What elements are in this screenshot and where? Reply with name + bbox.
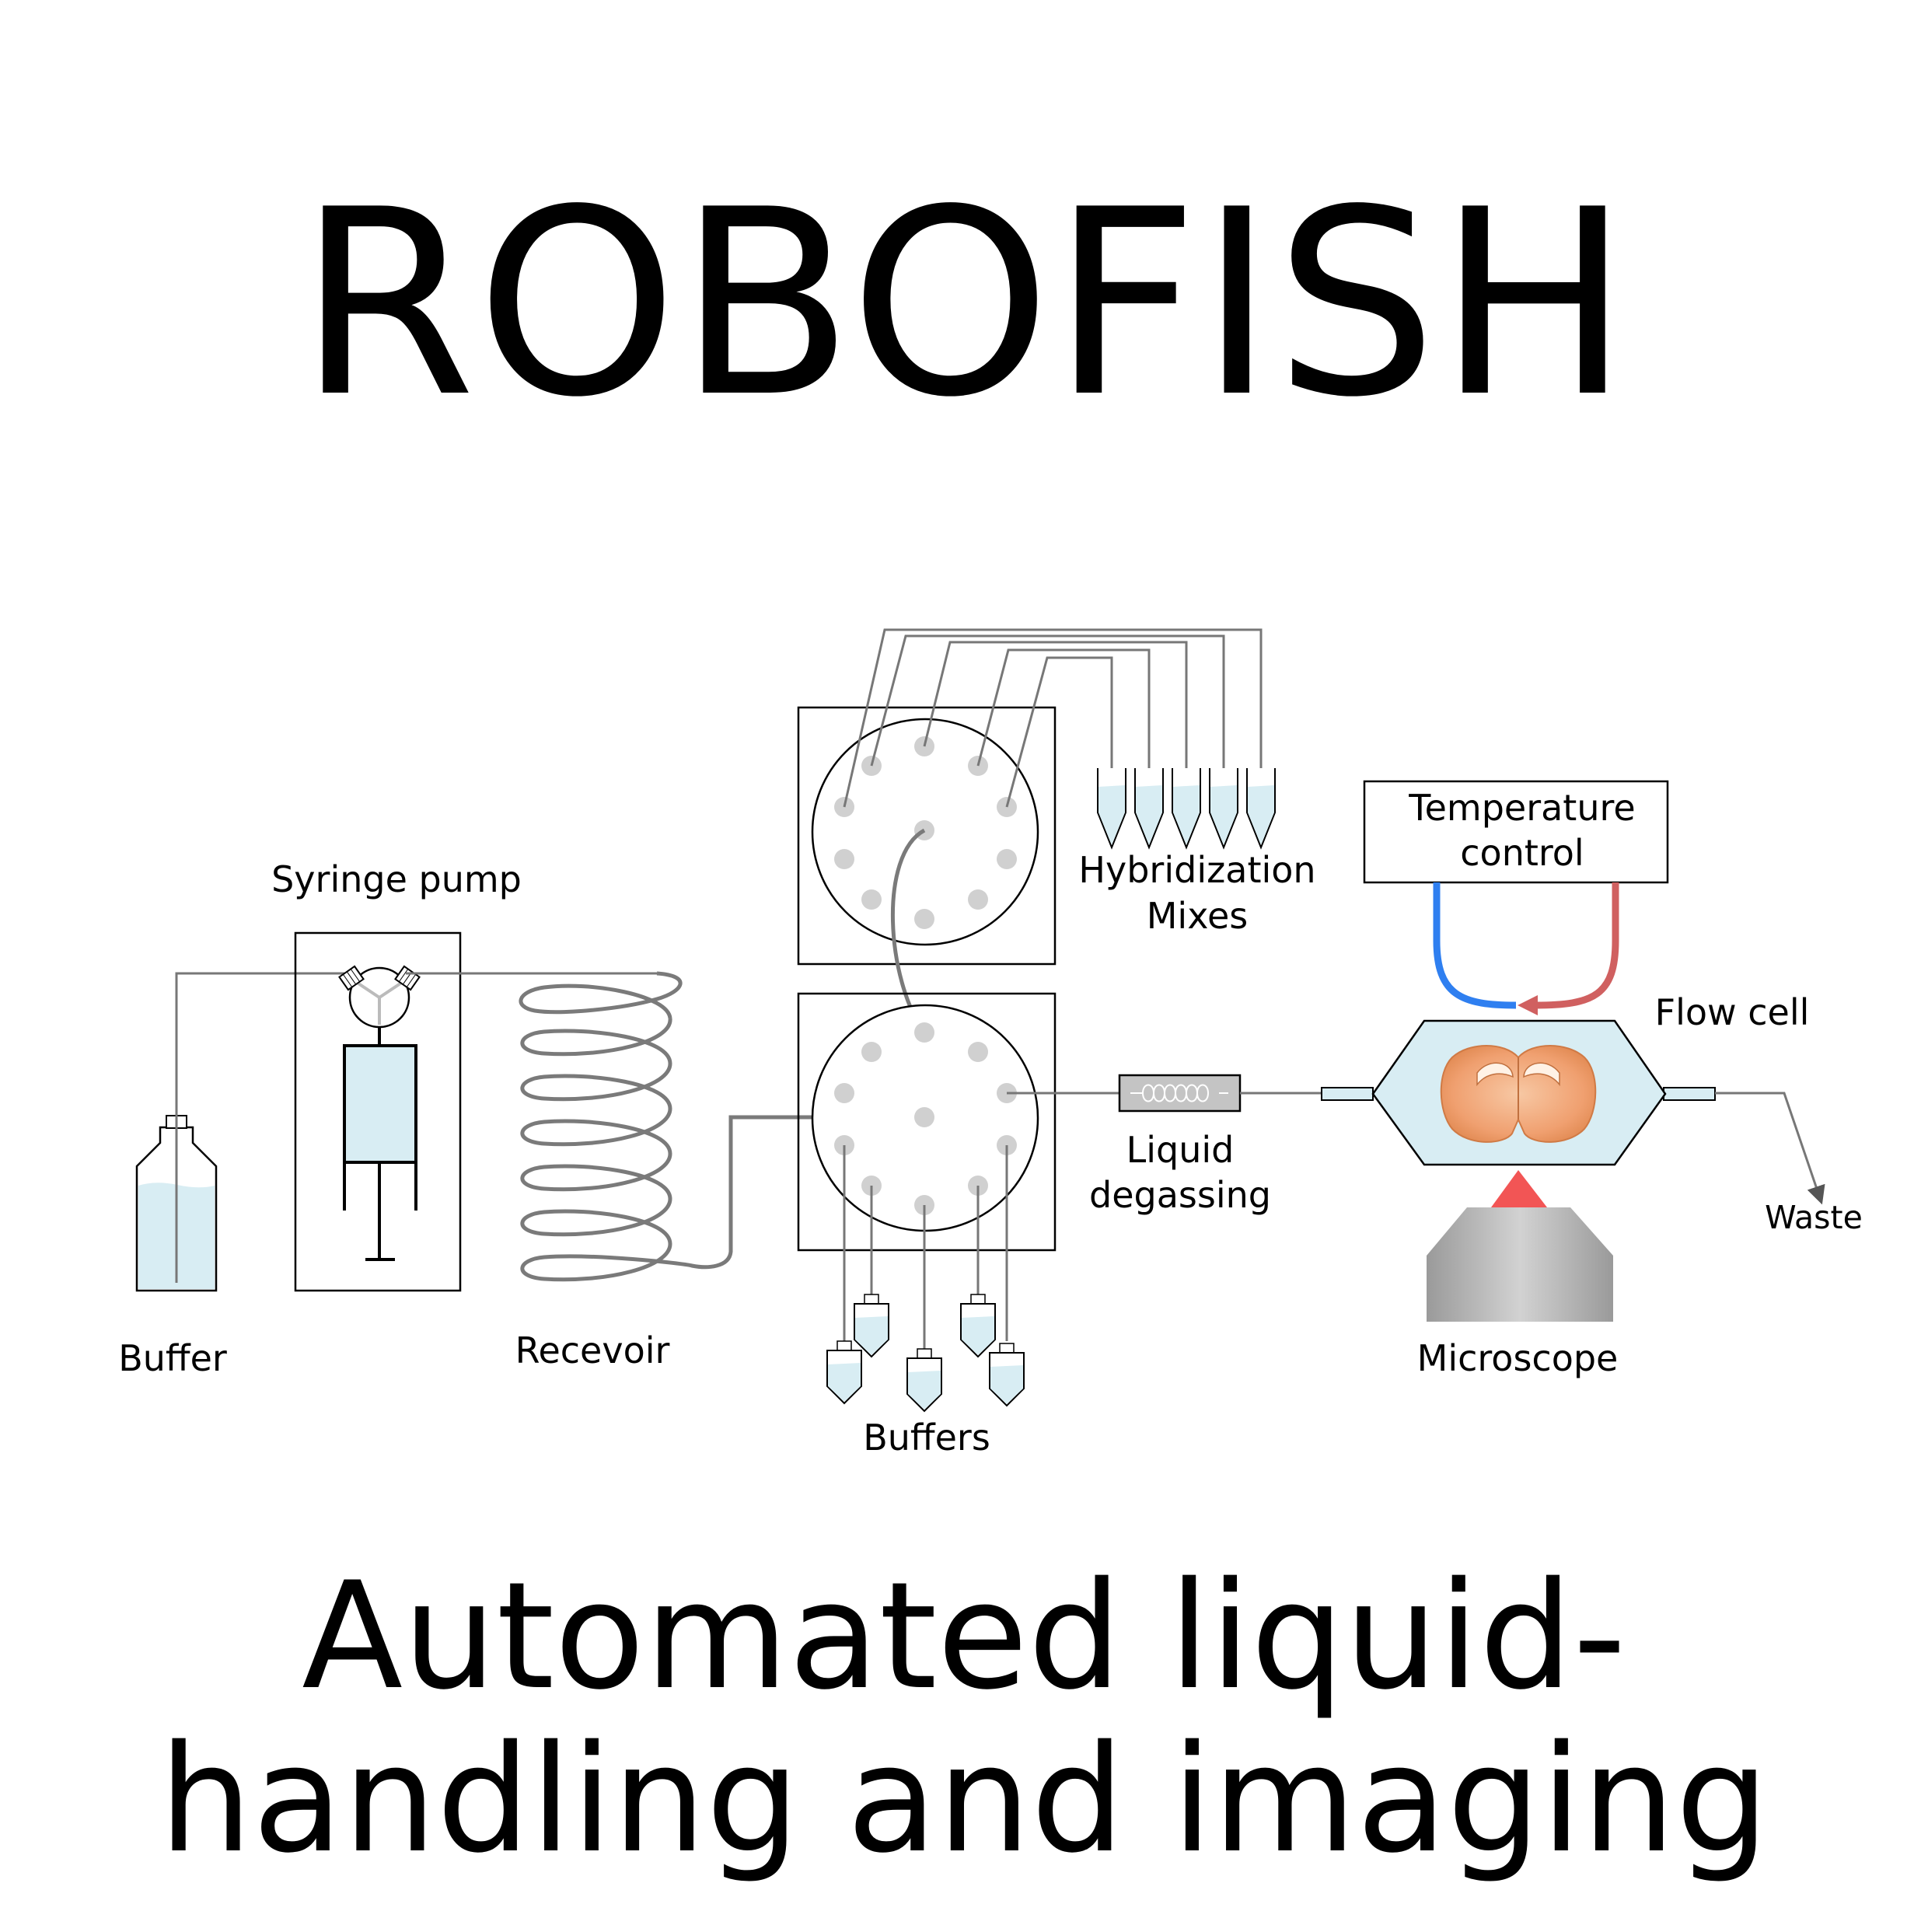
hyb-tube-2 <box>976 648 1151 777</box>
syringe-pump <box>294 931 462 1292</box>
microscope-label: Microscope <box>1417 1337 1619 1379</box>
temperature-label-line-2: control <box>1460 832 1584 874</box>
syringe-pump-label: Syringe pump <box>271 858 522 900</box>
hybridization-label-line-2: Mixes <box>1147 895 1249 937</box>
hot-line <box>1528 882 1619 1009</box>
page-title: ROBOFISH <box>298 155 1630 453</box>
hybridization-tubes <box>1097 768 1276 850</box>
subtitle-line-2: handling and imaging <box>159 1714 1769 1885</box>
flow-cell <box>1321 1019 1716 1166</box>
hyb-tube-1 <box>1005 656 1113 808</box>
temperature-control-box <box>1363 780 1669 884</box>
subtitle-line-1: Automated liquid- <box>302 1550 1626 1722</box>
buffers-label: Buffers <box>863 1417 990 1459</box>
reservoir-coil <box>519 971 924 1282</box>
top-selector-valve <box>797 706 1057 966</box>
liquid-degassing-label-line-1: Liquid <box>1126 1129 1235 1171</box>
hyb-tube-3 <box>923 641 1188 777</box>
buffer-label: Buffer <box>118 1337 227 1379</box>
flow-cell-label: Flow cell <box>1655 991 1810 1033</box>
waste-label: Waste <box>1765 1199 1863 1236</box>
temperature-label-line-1: Temperature <box>1408 787 1635 829</box>
hyb-tube-4 <box>870 634 1225 777</box>
liquid-degasser <box>1118 1074 1242 1113</box>
hot-line-arrow-icon <box>1518 995 1538 1015</box>
buffer-tubes <box>826 1294 1025 1413</box>
tissue-section <box>1440 1045 1597 1143</box>
hybridization-label-line-1: Hybridization <box>1078 849 1315 891</box>
bottom-selector-valve <box>797 992 1057 1252</box>
reservoir-label: Recevoir <box>515 1329 670 1371</box>
hyb-tube-5 <box>843 628 1263 808</box>
microscope <box>1427 1170 1613 1322</box>
waste-tube <box>1715 1092 1825 1205</box>
cold-line <box>1433 882 1517 1009</box>
liquid-degassing-label-line-2: degassing <box>1089 1174 1271 1216</box>
